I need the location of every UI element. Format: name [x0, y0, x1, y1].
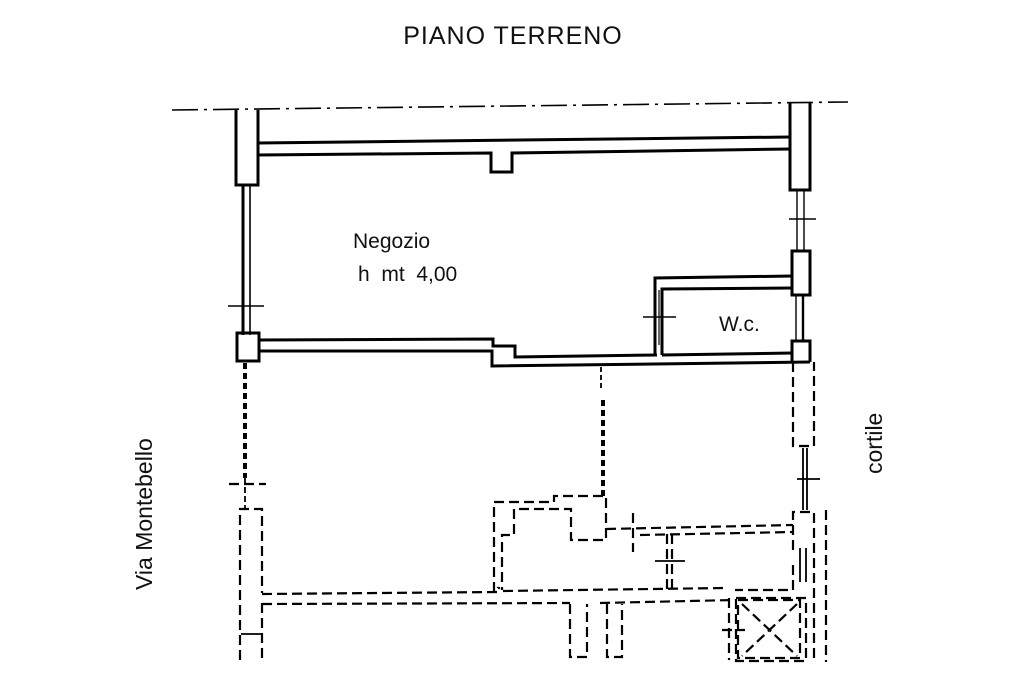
- plan-title: PIANO TERRENO: [403, 22, 623, 50]
- room-height-label: h mt 4,00: [358, 263, 457, 286]
- wc-enclosure: [643, 274, 794, 357]
- room-label-wc: W.c.: [719, 313, 760, 336]
- courtyard-label: cortile: [861, 413, 887, 474]
- left-pillar-top: [234, 110, 260, 187]
- left-pillar-lower: [235, 331, 261, 363]
- street-label: Via Montebello: [131, 438, 157, 590]
- right-pillar-mid: [789, 190, 816, 362]
- property-axis-line: [171, 101, 849, 111]
- dashed-structures: [229, 362, 828, 663]
- right-pillar-top: [788, 103, 812, 192]
- shop-bottom-wall: [258, 337, 811, 368]
- top-wall: [257, 135, 791, 174]
- left-facade-window: [228, 185, 264, 335]
- room-label-negozio: Negozio: [353, 230, 430, 253]
